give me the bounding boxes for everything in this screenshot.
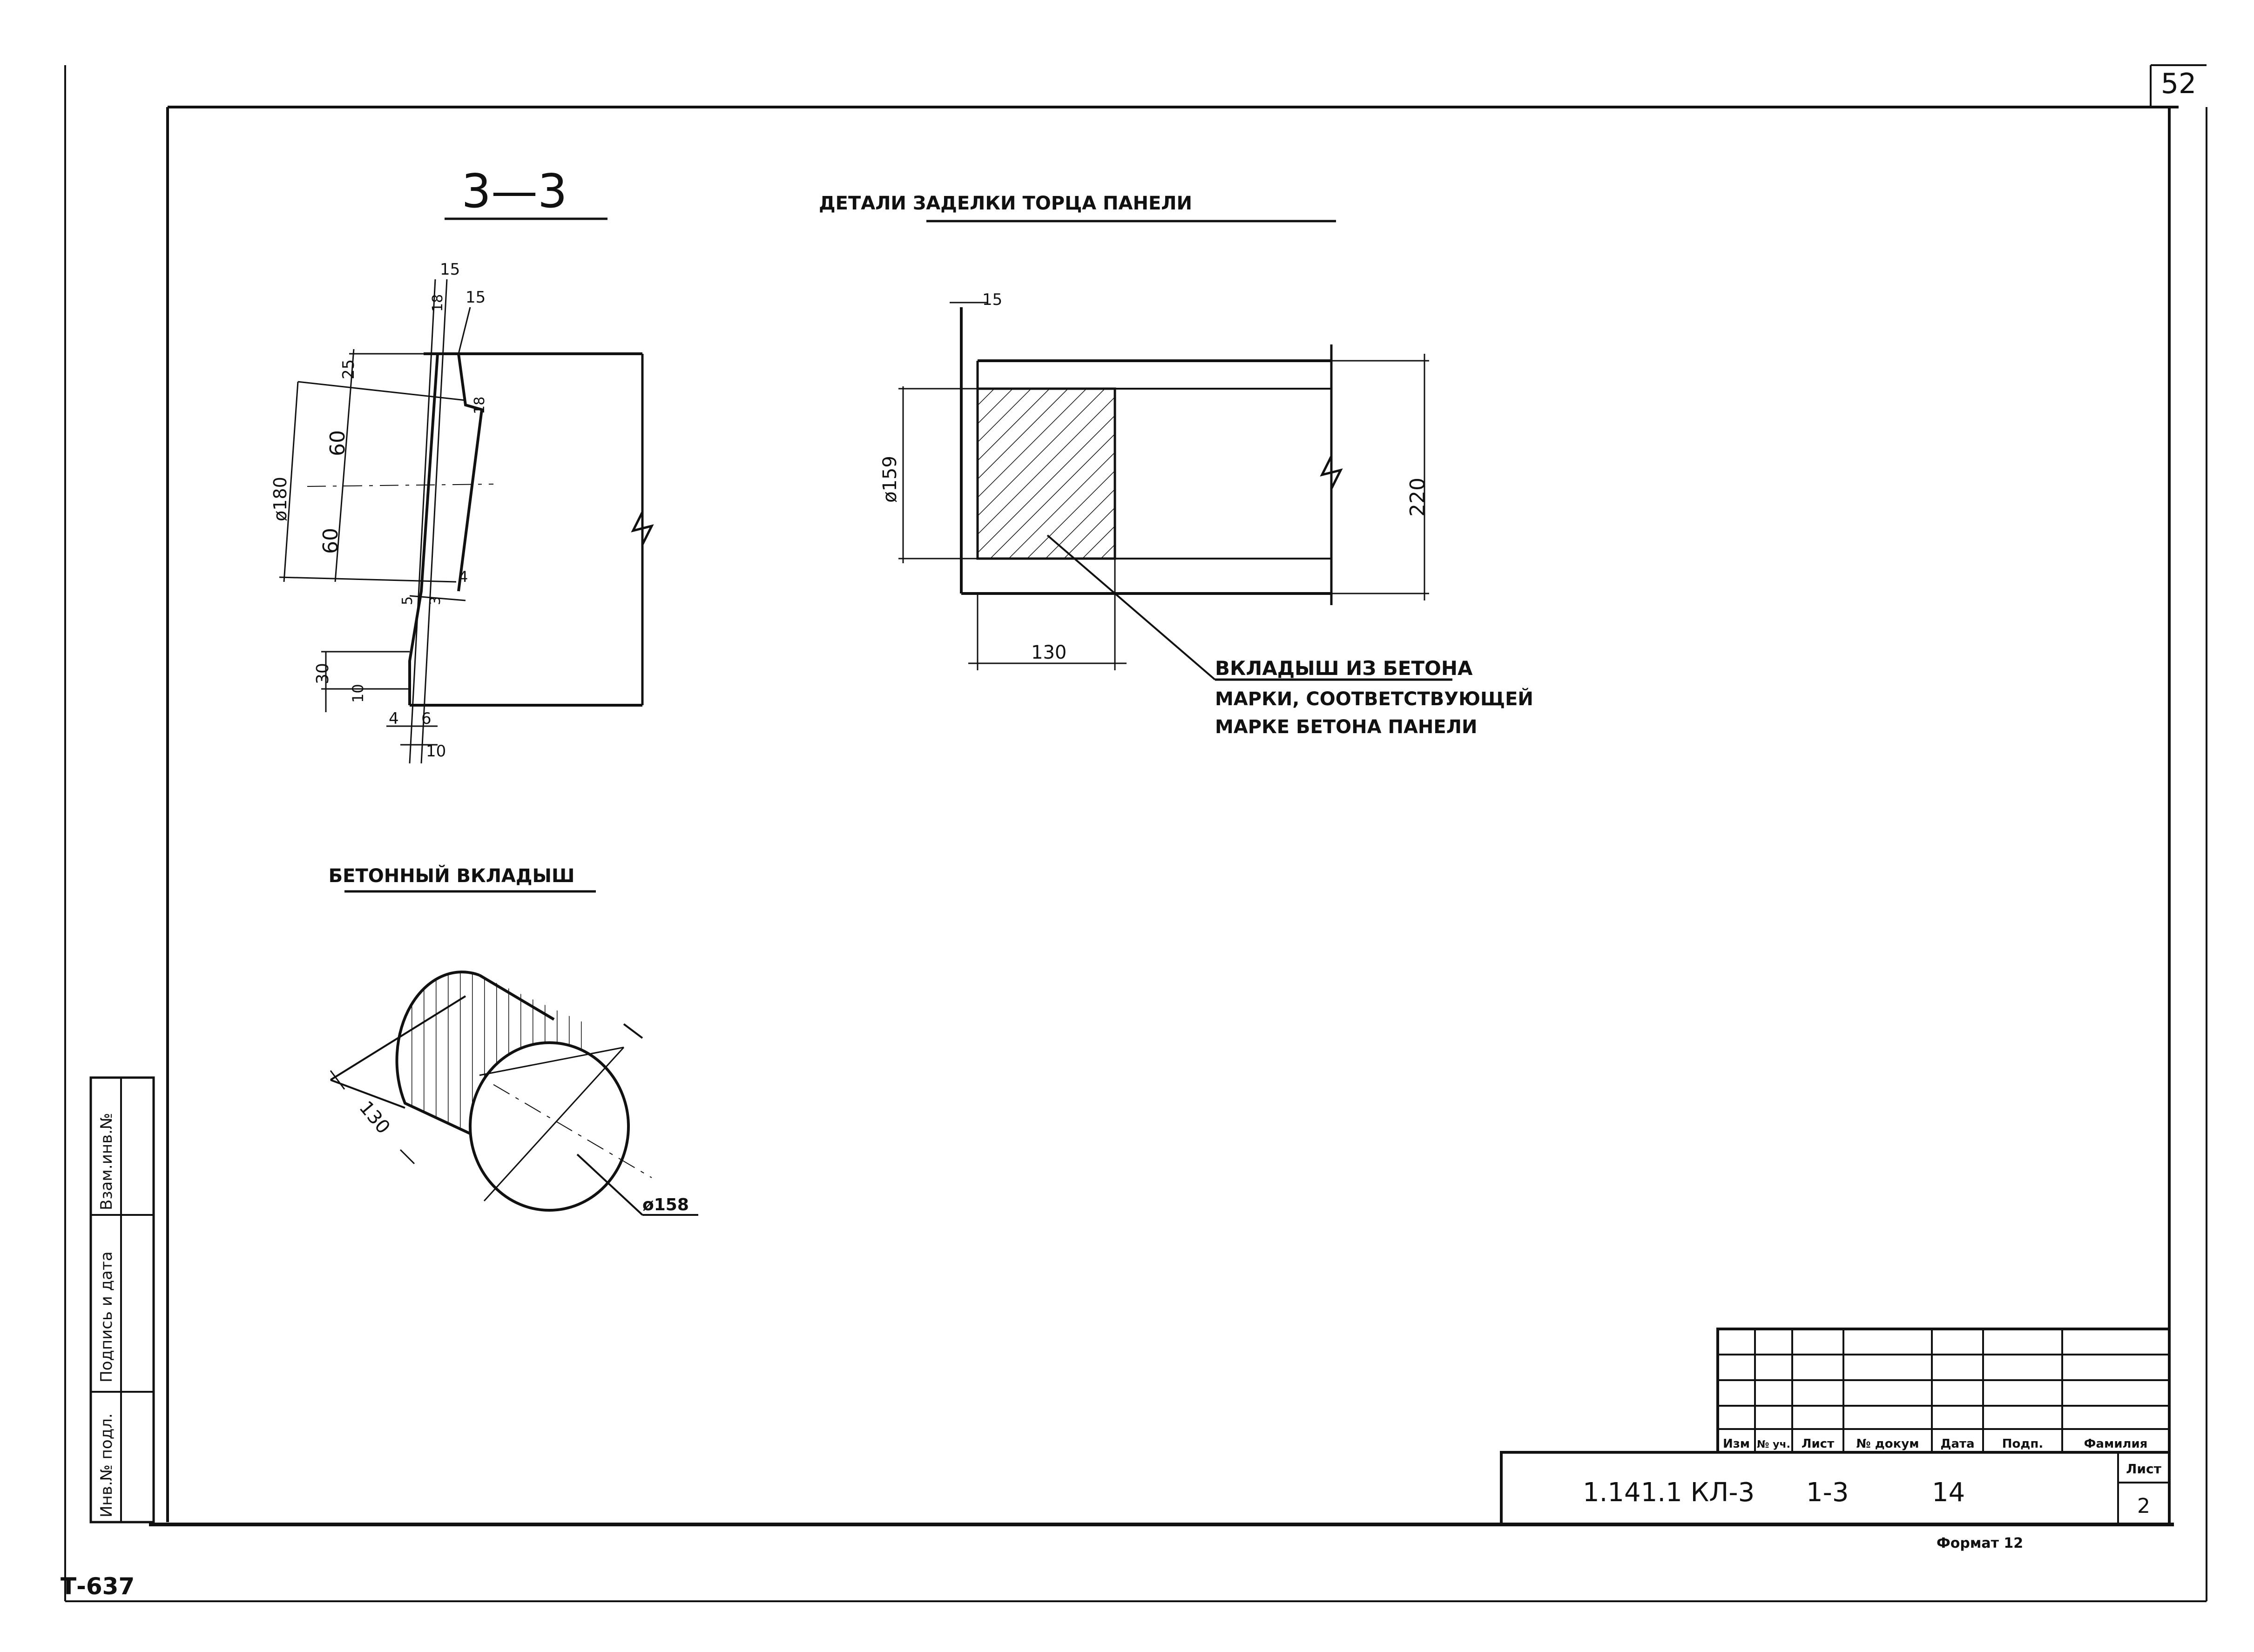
section-dim-5: 5	[399, 596, 416, 605]
title-header-list: Лист	[1802, 1437, 1834, 1451]
detail-dim-height: 220	[1406, 478, 1430, 517]
section-dim-4b: 4	[389, 709, 399, 728]
title-issue: 1-3	[1806, 1477, 1849, 1508]
section-dim-30: 30	[313, 663, 332, 684]
title-part: 14	[1932, 1477, 1965, 1508]
title-sheet-label: Лист	[2126, 1461, 2161, 1477]
detail-dim-diameter: ø159	[879, 456, 901, 503]
insert-title: БЕТОННЫЙ ВКЛАДЫШ	[329, 864, 575, 887]
section-dim-60-bottom: 60	[319, 528, 343, 554]
insert-dim-diameter: ø158	[642, 1195, 689, 1214]
insert-note-line-3: МАРКЕ БЕТОНА ПАНЕЛИ	[1215, 716, 1477, 738]
section-dim-4: 4	[459, 568, 468, 586]
title-header-sign: Подп.	[2002, 1437, 2043, 1451]
detail-dim-width: 130	[1031, 642, 1066, 663]
section-dim-6: 6	[421, 709, 432, 728]
detail-drawing	[898, 302, 1429, 681]
section-3-3-drawing	[279, 279, 654, 764]
inventory-code: Т-637	[61, 1573, 135, 1600]
title-sheet-value: 2	[2137, 1494, 2150, 1518]
section-dim-10-left: 10	[349, 684, 367, 703]
stamp-signature-label: Подпись и дата	[97, 1251, 116, 1382]
title-header-doc: № докум	[1856, 1437, 1919, 1451]
title-header-surname: Фамилия	[2084, 1437, 2148, 1451]
insert-end-face	[469, 1041, 630, 1212]
section-dim-diameter: ø180	[270, 477, 290, 521]
section-dim-25: 25	[339, 359, 358, 379]
section-label: 3—3	[461, 164, 567, 218]
detail-dim-top: 15	[982, 290, 1002, 309]
section-dim-top-15b: 15	[466, 288, 486, 307]
concrete-insert-section	[976, 387, 1116, 560]
side-stamp	[89, 1076, 155, 1524]
insert-dim-length: 130	[355, 1097, 394, 1138]
title-header-uch: № уч.	[1757, 1439, 1790, 1450]
title-header-izm: Изм	[1723, 1437, 1750, 1451]
insert-note-line-2: МАРКИ, СООТВЕТСТВУЮЩЕЙ	[1215, 688, 1533, 710]
sheet-frame	[64, 64, 2207, 1602]
title-block	[1500, 1328, 2171, 1526]
detail-title: ДЕТАЛИ ЗАДЕЛКИ ТОРЦА ПАНЕЛИ	[819, 193, 1192, 214]
title-designation: 1.141.1 КЛ-3	[1583, 1477, 1755, 1508]
title-header-date: Дата	[1940, 1437, 1974, 1451]
stamp-inventory-label: Инв.№ подл.	[97, 1413, 116, 1517]
section-dim-60-top: 60	[326, 430, 350, 456]
insert-note-line-1: ВКЛАДЫШ ИЗ БЕТОНА	[1215, 657, 1473, 680]
section-dim-3: 3	[427, 596, 444, 605]
section-dim-18b: 18	[472, 397, 488, 414]
title-format: Формат 12	[1937, 1535, 2023, 1551]
insert-drawing	[330, 971, 698, 1216]
stamp-replace-label: Взам.инв.№	[97, 1113, 116, 1210]
section-dim-10: 10	[426, 742, 446, 761]
section-dim-18: 18	[430, 294, 446, 312]
section-dim-top-15: 15	[440, 260, 460, 279]
sheet-number: 52	[2161, 67, 2196, 100]
